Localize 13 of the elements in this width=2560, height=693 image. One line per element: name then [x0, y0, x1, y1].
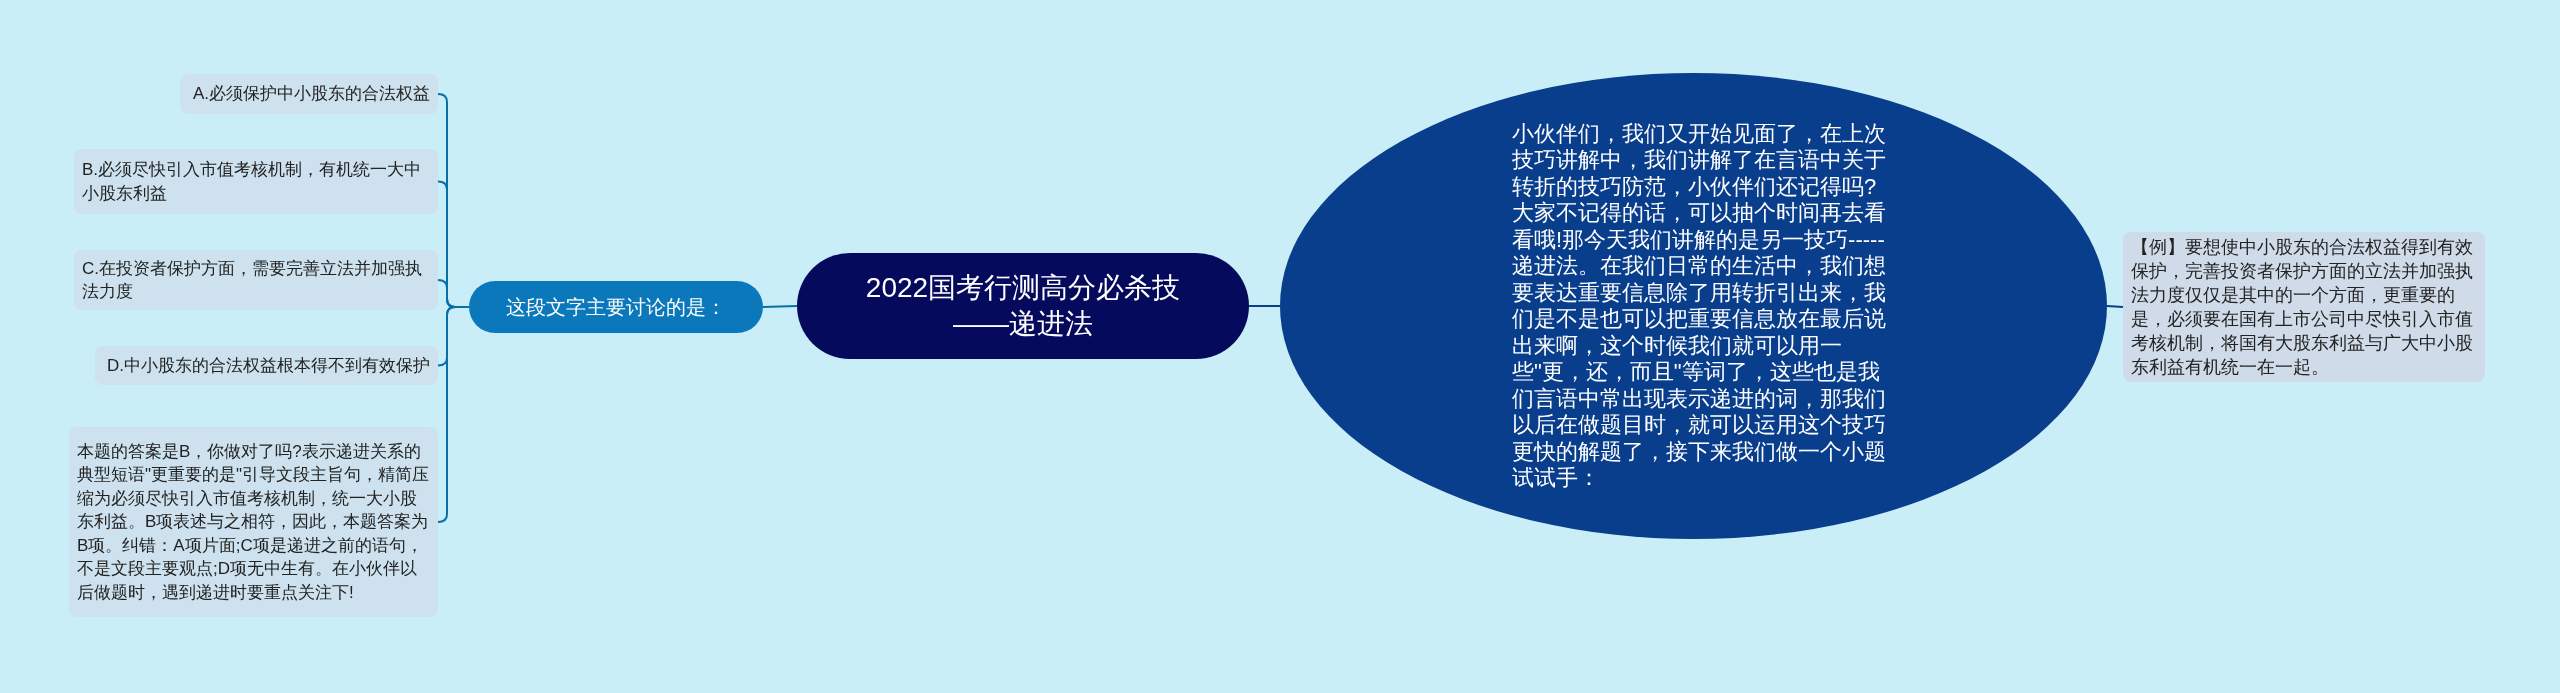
central-topic-box: 2022国考行测高分必杀技——递进法 — [797, 253, 1249, 359]
connector-line — [437, 306, 470, 523]
answer-option-box: C.在投资者保护方面，需要完善立法并加强执法力度 — [74, 250, 438, 310]
intro-ellipse: 小伙伴们，我们又开始见面了，在上次技巧讲解中，我们讲解了在言语中关于转折的技巧防范，小伙伴们还记得吗?大家不记得的话，可以抽个时间再去看看哦!那今天我们讲解的是另一技巧-----递进法。在我们日常的生活中，我们想要表达重要信息除了用转折引出来，我们是不是也可以把重要信息放在最后说出来啊，这个时候我们就可以用一些"更，还，而且"等词了，这些也是我们言语中常出现表示递进的词，那我们以后在做题目时，就可以运用这个技巧更快的解题了，接下来我们做一个小题试试手： — [1280, 73, 2107, 539]
answer-option-box: A.必须保护中小股东的合法权益 — [180, 74, 438, 114]
answer-option-box: D.中小股东的合法权益根本得不到有效保护 — [95, 346, 438, 385]
question-box: 这段文字主要讨论的是： — [469, 281, 763, 333]
answer-option-box: 本题的答案是B，你做对了吗?表示递进关系的典型短语"更重要的是"引导文段主旨句，精简压缩为必须尽快引入市值考核机制，统一大小股东利益。B项表述与之相符，因此，本题答案为B项。纠错：A项片面;C项是递进之前的语句，不是文段主要观点;D项无中生有。在小伙伴以后做题时，遇到递进时要重点关注下! — [69, 427, 438, 617]
connector-line — [1248, 305, 1281, 307]
connector-line — [2106, 305, 2124, 308]
connector-line — [762, 305, 798, 308]
answer-option-box: B.必须尽快引入市值考核机制，有机统一大中小股东利益 — [74, 149, 438, 214]
example-box: 【例】要想使中小股东的合法权益得到有效保护，完善投资者保护方面的立法并加强执法力度仅仅是其中的一个方面，更重要的是，必须要在国有上市公司中尽快引入市值考核机制，将国有大股东利益与广大中小股东利益有机统一在一起。 — [2123, 232, 2485, 382]
